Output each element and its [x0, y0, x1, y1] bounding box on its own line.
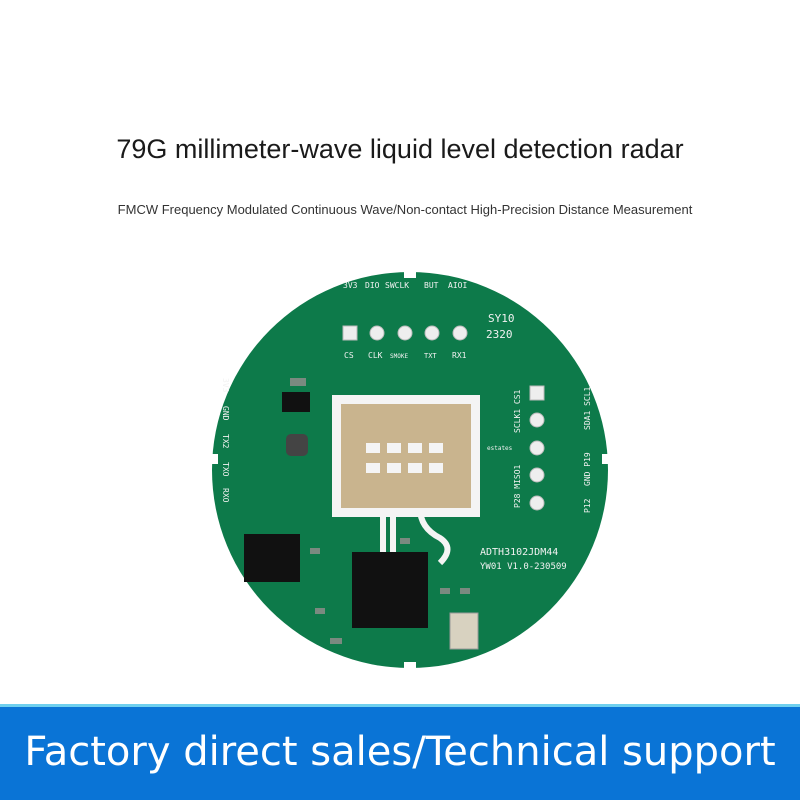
pin-label: estates — [487, 445, 513, 452]
pin-label: RXO — [221, 488, 230, 503]
radar-chip — [352, 552, 428, 628]
pin-label: TX2 — [221, 434, 230, 449]
flash-chip — [244, 534, 300, 582]
pin-label: SWCLK — [385, 281, 409, 290]
pin-label: TXO — [221, 462, 230, 477]
product-subtitle: FMCW Frequency Modulated Continuous Wave… — [117, 202, 693, 217]
pin-label: P12 — [583, 498, 592, 513]
pin-label: GND P19 — [583, 452, 592, 486]
antenna-patch — [341, 404, 471, 508]
marking: SY10 — [488, 312, 515, 325]
model-marking: ADTH3102JDM44 — [480, 547, 558, 558]
pin-label: SMOKE — [390, 353, 408, 360]
version-marking: YW01 V1.0-230509 — [480, 562, 567, 572]
pin-label: 3V3 — [221, 378, 230, 393]
pin-label: P28 MISO1 — [513, 464, 522, 508]
pin-label: GND — [221, 406, 230, 421]
pin-label: CLK — [368, 351, 383, 360]
pin-label: SCLK1 CS1 — [513, 389, 522, 433]
pin-label: AIOI — [448, 281, 467, 290]
antenna-elements — [366, 443, 443, 473]
pin-label: 3V3 — [343, 281, 358, 290]
pin-label: DIO — [365, 281, 380, 290]
pin-label: CS — [344, 351, 354, 360]
pin-label: SDA1 SCL1 — [583, 386, 592, 430]
banner-text: Factory direct sales/Technical support — [24, 729, 776, 775]
radar-pcb-image: 3V3 DIO SWCLK BUT AIOI CS CLK SMOKE TXT … — [208, 268, 612, 674]
pin-label: TXT — [424, 352, 437, 360]
promo-banner: Factory direct sales/Technical support — [0, 704, 800, 800]
pin-label: BUT — [424, 281, 439, 290]
pin-label: RX1 — [452, 351, 467, 360]
product-title: 79G millimeter-wave liquid level detecti… — [116, 134, 684, 164]
marking: 2320 — [486, 328, 513, 341]
